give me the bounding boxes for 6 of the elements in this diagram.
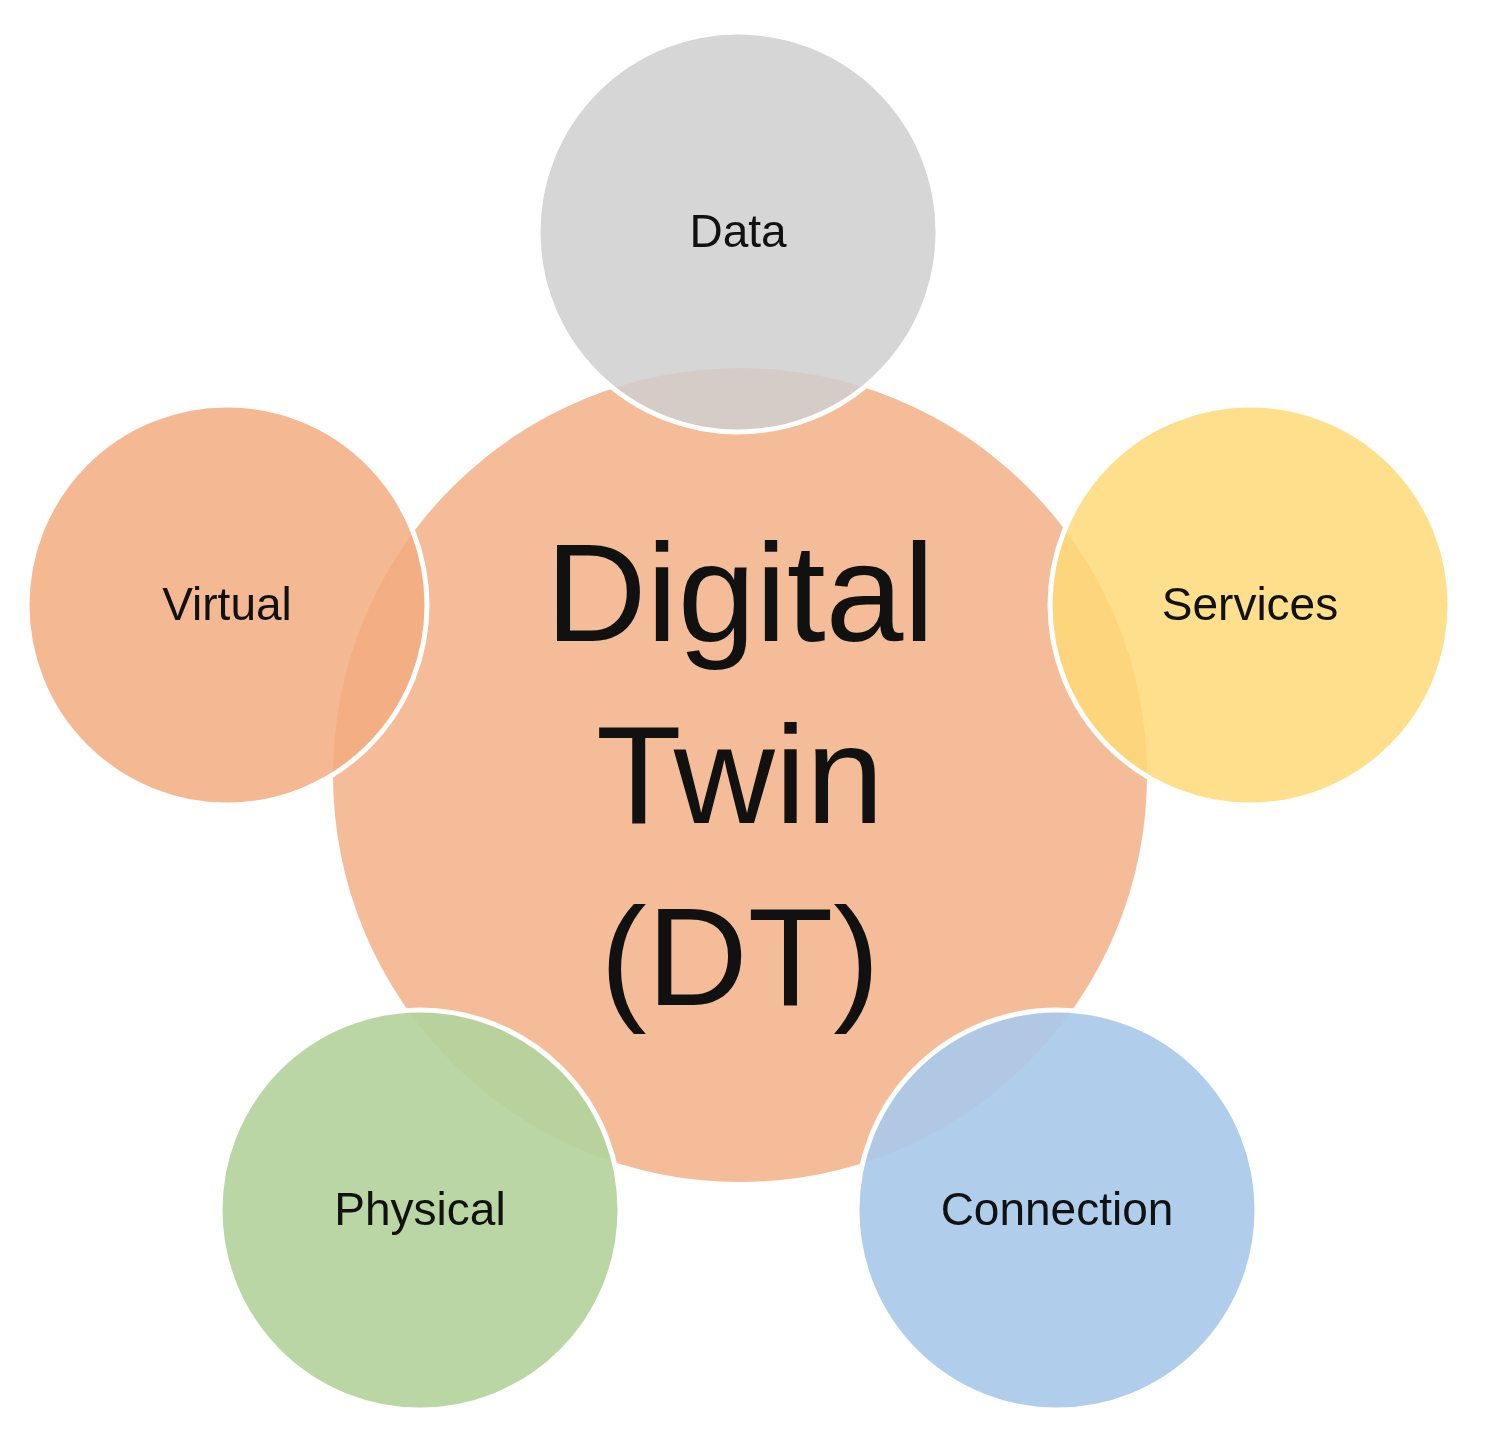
node-label: Virtual xyxy=(162,577,292,633)
center-title: Digital Twin (DT) xyxy=(544,513,936,1037)
node-label: Physical xyxy=(334,1182,506,1238)
node-label: Connection xyxy=(940,1182,1174,1238)
node-label: Data xyxy=(689,204,787,260)
node-label: Services xyxy=(1161,577,1339,633)
